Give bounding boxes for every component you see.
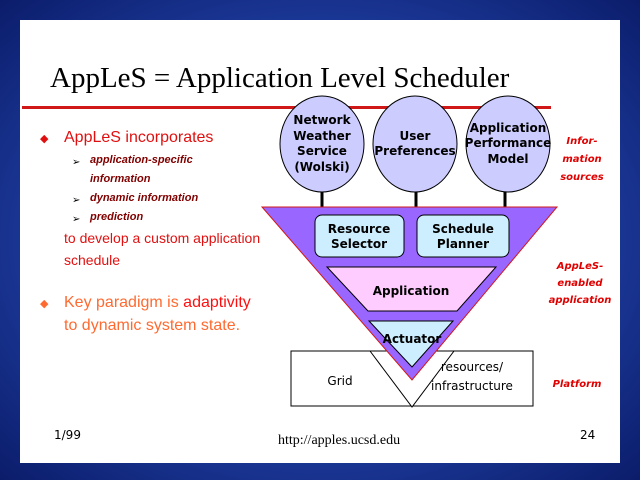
user-pref-label: Preferences (374, 144, 455, 158)
sub-bullet-cont: information (90, 173, 151, 185)
nws-label: (Wolski) (294, 160, 349, 174)
apm-label: Performance (465, 136, 552, 150)
side-label-line: application (548, 295, 612, 306)
nws-circle (279, 95, 365, 193)
schedule-planner-box (416, 214, 510, 258)
bullet-1: AppLeS incorporates (64, 129, 214, 146)
application-box (325, 266, 498, 312)
apm-label: Application (470, 121, 547, 135)
label-information-sources: Infor- mation sources (552, 133, 612, 187)
footer-url: http://apples.ucsd.edu (278, 433, 401, 448)
page-number: 24 (580, 428, 596, 442)
side-label-line: Infor- (566, 136, 598, 147)
user-pref-circle (372, 95, 458, 193)
apm-label: Model (487, 152, 528, 166)
side-label-line: sources (560, 172, 604, 183)
apples-diagram: Network Weather Service (Wolski) User Pr… (260, 95, 559, 408)
application-label: Application (373, 284, 450, 298)
arrow-icon: ➢ (72, 195, 81, 206)
side-label-line: mation (562, 154, 602, 165)
grid-label: Grid (327, 374, 352, 388)
bullet-2-emphasis: adaptivity (183, 294, 251, 311)
label-platform: Platform (552, 379, 602, 390)
resources-label: resources/ (441, 360, 504, 374)
bullet-icon: ◆ (40, 297, 49, 310)
slide-title: AppLeS = Application Level Scheduler (50, 62, 510, 94)
diagram-shape: Network Weather Service (Wolski) User Pr… (293, 113, 551, 346)
sub-bullet: application-specific (90, 154, 193, 166)
resource-selector-box (314, 214, 405, 258)
bullet-2-continuation: to dynamic system state. (64, 317, 241, 334)
arrow-icon: ➢ (72, 157, 81, 168)
footer-date: 1/99 (54, 428, 81, 442)
apm-circle (465, 95, 551, 193)
nws-label: Network (293, 113, 351, 127)
nws-label: Service (297, 144, 347, 158)
label-apples-enabled: AppLeS- enabled application (542, 258, 618, 309)
nws-label: Weather (293, 129, 350, 143)
bullet-1-continuation: to develop a custom application (64, 230, 261, 246)
actuator-box (367, 320, 455, 368)
side-label-line: enabled (557, 278, 603, 289)
resource-selector-label: Selector (331, 237, 387, 251)
sub-bullet: dynamic information (90, 192, 199, 204)
sub-bullet: prediction (90, 211, 144, 223)
bullet-2-text: Key paradigm is (64, 294, 184, 311)
resources-label: infrastructure (431, 379, 513, 393)
schedule-planner-label: Schedule (432, 222, 494, 236)
bullet-icon: ◆ (40, 132, 49, 145)
bullet-2: Key paradigm is adaptivity (64, 294, 251, 312)
slide: Network Weather Service (Wolski) User Pr… (20, 20, 620, 463)
bullet-1-continuation-2: schedule (64, 252, 121, 268)
actuator-label: Actuator (383, 332, 442, 346)
user-pref-label: User (400, 129, 431, 143)
schedule-planner-label: Planner (437, 237, 489, 251)
resource-selector-label: Resource (328, 222, 390, 236)
side-label-line: AppLeS- (556, 261, 604, 272)
title-rule (22, 106, 551, 109)
arrow-icon: ➢ (72, 214, 81, 225)
